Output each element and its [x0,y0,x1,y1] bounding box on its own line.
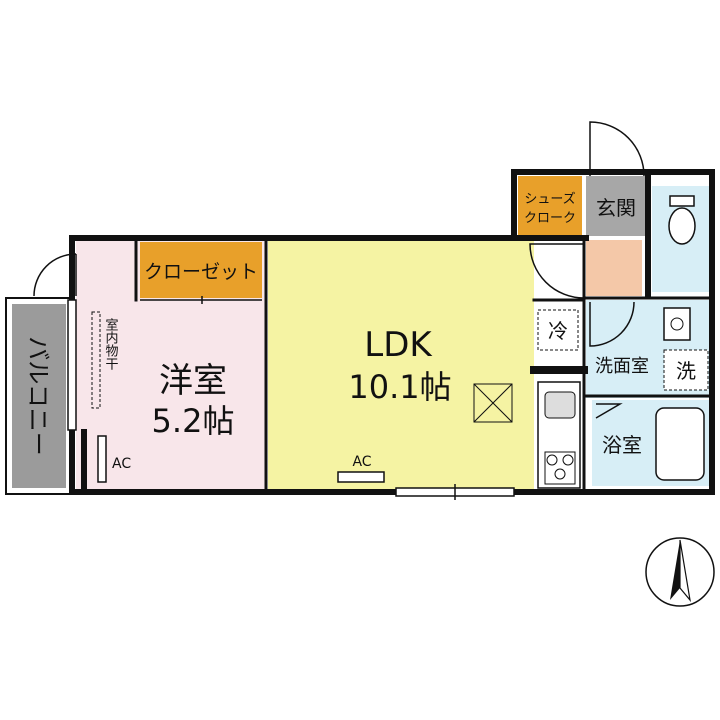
shoe-cloak-label-1: シューズ [524,191,575,207]
door-swing [589,301,635,347]
walls [69,169,715,495]
door-swing [595,403,623,419]
door-swing [33,253,77,297]
stove-burner-icon [554,468,566,480]
entry-door-swing [589,121,645,177]
bathtub-icon [655,407,705,481]
washer-space [663,349,709,391]
bath-label: 浴室 [602,433,642,457]
sink-icon [544,391,576,419]
door-swing [529,243,585,299]
ac-label-western: AC [112,456,131,472]
north-arrow-needle [670,540,680,600]
ldk-room-size: 10.1帖 [348,368,451,406]
western-room-name: 洋室 [159,361,227,401]
hallway [586,240,642,296]
closet-label: クローゼット [144,261,258,283]
ldk-room-name: LDK [364,325,433,365]
fridge-label: 冷 [548,319,568,343]
ldk-room [268,240,534,490]
shoe-cloak-label-2: クローク [524,211,576,226]
ac-unit [337,471,385,483]
wash-basin-icon [663,307,691,341]
balcony-label: バルコニー [24,336,52,456]
stove-burner-icon [562,454,574,466]
ac-label-ldk: AC [352,454,371,470]
closet [140,242,262,298]
balcony-window [67,299,77,431]
shoe-cloak [518,176,582,236]
toilet-icon [668,207,696,245]
entrance [586,176,646,236]
fridge-space [537,309,579,351]
indoor-drying-label: 室内物干 [103,317,119,370]
washroom-label: 洗面室 [595,356,649,377]
washer-label: 洗 [676,359,696,383]
western-room-size: 5.2帖 [152,402,235,440]
entrance-label: 玄関 [596,196,636,220]
balcony-floor [12,304,66,488]
stove-burner-icon [546,454,558,466]
ac-unit [97,435,107,483]
indoor-drying-rack [91,311,101,409]
ceiling-fan-icon [473,383,513,423]
stove-grill-icon [544,451,576,485]
